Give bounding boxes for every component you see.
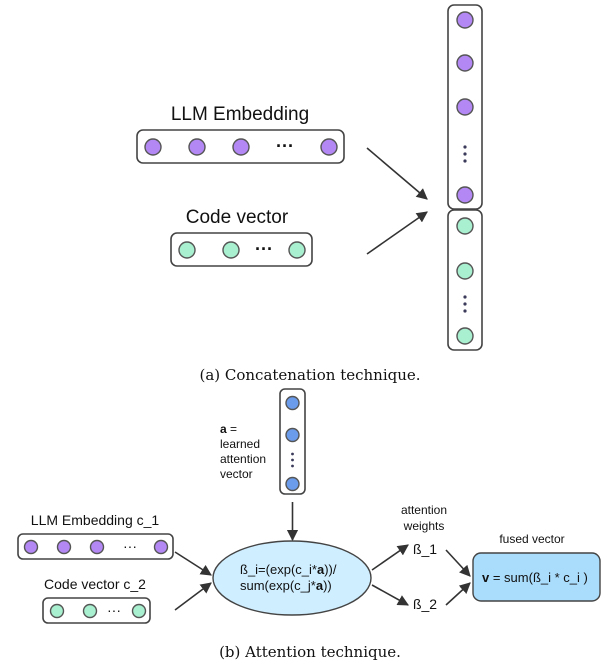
arrow-c2-to-formula xyxy=(174,582,212,611)
code-vector-c2-label: Code vector c_2 xyxy=(44,576,146,592)
llm-node xyxy=(56,539,72,555)
llm-node xyxy=(232,138,250,156)
llm-node xyxy=(456,186,474,204)
formula-line-1: ß_i=(exp(c_i*a))/ xyxy=(240,562,337,577)
code-node xyxy=(456,327,474,345)
llm-node xyxy=(153,539,169,555)
llm-node xyxy=(320,138,338,156)
llm-node xyxy=(188,138,206,156)
ellipsis: ··· xyxy=(123,538,137,554)
caption-a: (a) Concatenation technique. xyxy=(199,366,420,384)
ellipsis: ··· xyxy=(276,136,294,156)
arrow-formula-to-beta1 xyxy=(371,544,409,571)
attention-node xyxy=(285,427,300,443)
fused-formula: v = sum(ß_i * c_i ) xyxy=(482,570,588,585)
attention-node xyxy=(285,476,300,492)
arrow-formula-to-beta2 xyxy=(371,584,409,606)
llm-embedding-c1-vector: ··· xyxy=(17,533,174,560)
llm-node xyxy=(456,98,474,116)
bold-a: a xyxy=(220,422,227,436)
arrow-c1-to-formula xyxy=(174,551,212,576)
attention-node xyxy=(285,395,300,411)
arrow-beta1-to-fused xyxy=(445,549,471,577)
attention-vector xyxy=(279,388,306,495)
code-vector-c2: ··· xyxy=(42,597,151,624)
code-node xyxy=(178,241,196,259)
llm-node xyxy=(456,11,474,29)
code-vector-label: Code vector xyxy=(186,207,289,228)
code-node xyxy=(456,217,474,235)
panel-b-attention: a = learned attention vector LLM Embeddi… xyxy=(17,388,601,661)
code-node xyxy=(131,603,147,619)
panel-a-concatenation: LLM Embedding ··· Code vector ··· xyxy=(136,4,483,384)
llm-node xyxy=(89,539,105,555)
attention-weights-label-2: weights xyxy=(403,519,445,533)
arrow-llm-to-concat xyxy=(366,147,428,200)
beta-1: ß_1 xyxy=(413,541,437,557)
attention-weights-label-1: attention xyxy=(401,503,447,517)
arrow-code-to-concat xyxy=(366,211,428,255)
svg-text:attention: attention xyxy=(220,452,266,466)
llm-embedding-vector: ··· xyxy=(136,129,345,164)
svg-text:vector: vector xyxy=(220,467,253,481)
llm-node xyxy=(456,54,474,72)
fused-vector-label: fused vector xyxy=(499,532,564,546)
code-node xyxy=(456,262,474,280)
ellipsis: ··· xyxy=(255,239,273,259)
code-node xyxy=(222,241,240,259)
vertical-ellipsis xyxy=(291,452,294,468)
code-node xyxy=(49,603,65,619)
code-vector: ··· xyxy=(170,232,313,267)
attention-vector-label: a = learned attention vector xyxy=(220,422,266,481)
formula-line-2: sum(exp(c_j*a)) xyxy=(240,578,332,593)
concatenated-vector xyxy=(447,4,483,351)
llm-embedding-label: LLM Embedding xyxy=(171,104,309,125)
beta-2: ß_2 xyxy=(413,596,437,612)
llm-node xyxy=(23,539,39,555)
vertical-ellipsis xyxy=(463,295,467,313)
code-node xyxy=(82,603,98,619)
fused-vector-node: v = sum(ß_i * c_i ) xyxy=(472,552,601,602)
svg-text:learned: learned xyxy=(220,437,260,451)
vertical-ellipsis xyxy=(463,145,467,163)
llm-embedding-c1-label: LLM Embedding c_1 xyxy=(31,512,160,528)
caption-b: (b) Attention technique. xyxy=(219,643,401,661)
svg-text:a =: a = xyxy=(220,422,237,436)
llm-node xyxy=(144,138,162,156)
code-node xyxy=(288,241,306,259)
arrow-beta2-to-fused xyxy=(445,582,471,606)
attention-formula-node: ß_i=(exp(c_i*a))/ sum(exp(c_j*a)) xyxy=(212,540,372,616)
ellipsis: ··· xyxy=(107,602,121,618)
concat-code-segment xyxy=(447,209,483,351)
